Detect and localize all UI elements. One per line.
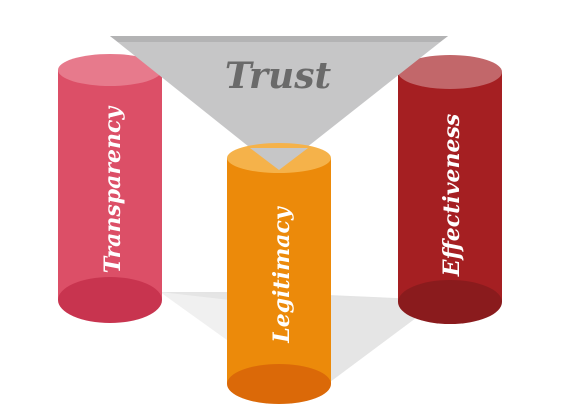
pillar-transparency-label: Transparency [100, 105, 126, 274]
roof-label: Trust [225, 55, 332, 97]
pillar-effectiveness-top [398, 55, 502, 89]
pillar-legitimacy-body [227, 158, 331, 384]
roof-tip-shade [250, 148, 308, 170]
roof-triangle-face [110, 36, 448, 170]
pillar-effectiveness: Effectiveness [398, 55, 502, 324]
pillar-transparency-bottom [58, 277, 162, 323]
pillar-transparency-body [58, 70, 162, 300]
pillar-legitimacy-label: Legitimacy [269, 205, 295, 344]
pillar-legitimacy: Legitimacy [227, 143, 331, 404]
pillar-transparency: Transparency [58, 54, 162, 323]
pillar-legitimacy-bottom [227, 364, 331, 404]
pillar-effectiveness-bottom [398, 280, 502, 324]
roof-trust: Trust [110, 36, 448, 170]
pillar-transparency-top [58, 54, 162, 86]
pillar-effectiveness-body [398, 72, 502, 302]
pillar-effectiveness-label: Effectiveness [439, 114, 465, 277]
roof-triangle-edge [110, 36, 448, 42]
